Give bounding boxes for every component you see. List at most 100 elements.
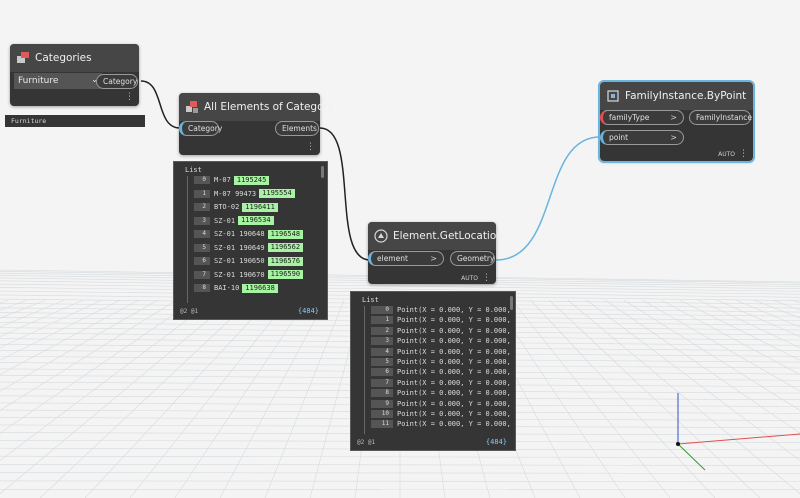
list-index: 1	[194, 189, 210, 198]
element-name: M-07 99473	[214, 189, 257, 198]
element-input-port[interactable]: element >	[368, 251, 444, 266]
category-output-port[interactable]: Category	[96, 74, 138, 89]
by-point-node-header[interactable]: FamilyInstance.ByPoint	[600, 82, 753, 110]
lacing-label: AUTO	[461, 275, 478, 282]
list-index: 8	[194, 284, 210, 292]
list-index: 9	[371, 399, 393, 408]
element-id-link[interactable]: 1195554	[259, 189, 295, 198]
point-value: Point(X = 0.000, Y = 0.000, Z =	[397, 389, 516, 398]
geometry-output-port[interactable]: Geometry	[450, 251, 495, 266]
tree-line	[187, 176, 188, 303]
watch-count: {484}	[485, 438, 507, 446]
element-name: SZ-01	[214, 216, 236, 225]
element-id-link[interactable]: 1196562	[267, 243, 304, 252]
arrow-right-icon: >	[430, 254, 437, 263]
elements-output-port[interactable]: Elements	[275, 121, 319, 136]
node-title: All Elements of Category	[204, 101, 335, 113]
element-name: BTO-02	[214, 203, 240, 211]
list-index: 7	[371, 378, 393, 387]
port-label: element	[377, 254, 408, 263]
point-value: Point(X = 0.000, Y = 0.000, Z	[397, 410, 516, 418]
watch-scrollbar[interactable]	[321, 166, 324, 178]
location-icon	[374, 229, 388, 243]
element-id-link[interactable]: 1196534	[238, 216, 274, 225]
port-label: familyType	[609, 113, 650, 122]
element-name: SZ-01 190670	[214, 270, 265, 279]
watch-levels: @2 @1	[357, 439, 376, 446]
watch-levels: @2 @1	[180, 308, 199, 315]
all-elements-node[interactable]: All Elements of Category Category Elemen…	[179, 93, 334, 155]
lacing-label: AUTO	[718, 151, 735, 158]
list-index: 2	[371, 326, 393, 335]
list-index: 7	[194, 270, 210, 279]
categories-node[interactable]: Categories Furniture ⌄ Category ⋮	[10, 44, 139, 106]
categories-node-header[interactable]: Categories	[10, 44, 139, 72]
get-location-node-header[interactable]: Element.GetLocation	[368, 222, 503, 250]
origin-point	[676, 442, 680, 446]
list-index: 3	[371, 337, 393, 346]
watch-scrollbar[interactable]	[510, 296, 513, 310]
port-label: Category	[188, 124, 223, 133]
list-index: 5	[371, 358, 393, 366]
node-menu-icon[interactable]: ⋮	[125, 92, 134, 102]
chevron-down-icon: ⌄	[91, 75, 98, 84]
by-point-node[interactable]: FamilyInstance.ByPoint familyType > poin…	[598, 80, 755, 163]
dropdown-value: Furniture	[18, 76, 59, 86]
category-input-port[interactable]: Category	[179, 121, 223, 136]
element-id-link[interactable]: 1195245	[233, 175, 270, 185]
family-type-input-port[interactable]: familyType >	[600, 110, 684, 125]
point-value: Point(X = 0.000, Y = 0.000, Z =	[397, 316, 516, 325]
port-label: Geometry	[457, 254, 495, 263]
element-id-link[interactable]: 1196590	[267, 270, 304, 279]
element-id-link[interactable]: 1196411	[242, 202, 278, 212]
family-instance-output-port[interactable]: FamilyInstance	[689, 110, 753, 125]
watch-title: List	[185, 166, 202, 174]
element-name: SZ-01 190650	[214, 257, 265, 265]
point-value: Point(X = 0.000, Y = 0.000, Z =	[397, 306, 516, 314]
wire-geometry-to-point[interactable]	[495, 136, 601, 261]
list-index: 0	[194, 176, 210, 184]
wire-elements-to-get-location[interactable]	[319, 127, 371, 261]
port-label: FamilyInstance	[696, 113, 753, 122]
watch-count: {484}	[297, 307, 319, 315]
all-elements-node-header[interactable]: All Elements of Category	[179, 93, 334, 121]
element-id-link[interactable]: 1196576	[267, 256, 304, 266]
node-menu-icon[interactable]: ⋮	[306, 142, 315, 152]
list-item[interactable]: 10 Point(X = 0.000, Y = 0.000, Z	[371, 409, 516, 419]
list-index: 4	[194, 230, 210, 238]
element-id-link[interactable]: 1196638	[242, 283, 278, 293]
element-id-link[interactable]: 1196548	[267, 229, 304, 239]
point-value: Point(X = 0.000, Y = 0.000, Z =	[397, 347, 516, 356]
wire-categories-to-all-elements[interactable]	[140, 80, 181, 129]
node-menu-icon[interactable]: ⋮	[739, 149, 748, 159]
node-title: Element.GetLocation	[393, 230, 503, 242]
get-location-node[interactable]: Element.GetLocation element > Geometry A…	[368, 222, 503, 284]
list-index: 10	[371, 410, 393, 418]
point-input-port[interactable]: point >	[600, 130, 684, 145]
category-dropdown[interactable]: Furniture ⌄	[14, 73, 102, 89]
list-index: 11	[371, 420, 393, 429]
node-menu-icon[interactable]: ⋮	[482, 273, 491, 283]
